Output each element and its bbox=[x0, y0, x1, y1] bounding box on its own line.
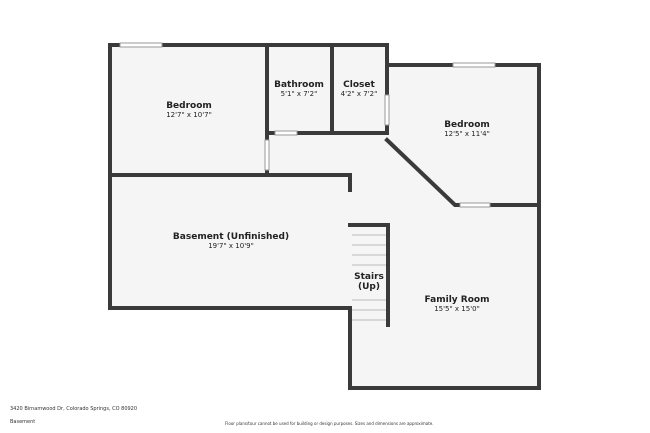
room-dims: 4'2" x 7'2" bbox=[340, 90, 378, 98]
room-dims: 12'7" x 10'7" bbox=[166, 111, 212, 119]
room-name: Basement (Unfinished) bbox=[172, 232, 290, 242]
window bbox=[459, 202, 491, 208]
window bbox=[452, 62, 496, 68]
room-name: Closet bbox=[343, 80, 375, 90]
wall-stairs bbox=[348, 223, 390, 327]
doorway bbox=[264, 139, 270, 171]
doorway bbox=[384, 94, 390, 126]
stair-treads bbox=[352, 234, 386, 321]
doorway bbox=[274, 130, 298, 136]
wall-diagonal bbox=[384, 137, 541, 207]
room-stairs: Stairs (Up) bbox=[351, 272, 387, 292]
room-dims: 5'1" x 7'2" bbox=[280, 90, 318, 98]
floor-right bbox=[350, 65, 539, 388]
wall-basement-top bbox=[108, 173, 352, 192]
room-name: Family Room bbox=[424, 295, 490, 305]
room-name: Bedroom bbox=[444, 120, 490, 130]
room-name: Stairs (Up) bbox=[354, 272, 384, 292]
room-dims: 19'7" x 10'9" bbox=[208, 242, 254, 250]
level-name: Basement bbox=[10, 419, 36, 425]
room-basement: Basement (Unfinished)19'7" x 10'9" bbox=[173, 232, 289, 250]
room-dims: 15'5" x 15'0" bbox=[434, 305, 480, 313]
room-name: Bathroom bbox=[274, 80, 324, 90]
disclaimer: Floor plans/tour cannot be used for buil… bbox=[225, 421, 434, 426]
wall-left bbox=[108, 43, 352, 310]
address: 3420 Birnamwood Dr, Colorado Springs, CO… bbox=[10, 406, 138, 412]
window bbox=[119, 42, 163, 48]
room-dims: 12'5" x 11'4" bbox=[444, 130, 490, 138]
room-name: Bedroom bbox=[166, 101, 212, 111]
